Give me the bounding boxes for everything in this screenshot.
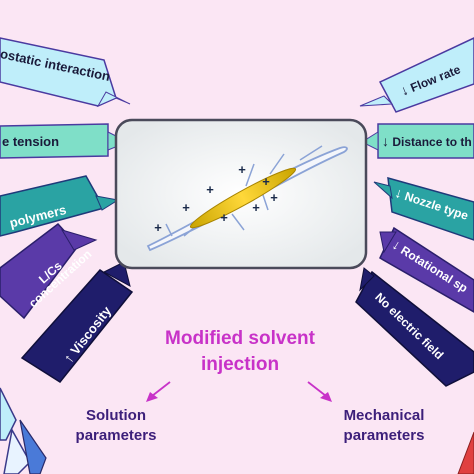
left-callout-polymers <box>0 175 120 237</box>
solution-parameters-label: Solution parameters <box>56 406 176 446</box>
schematic-box <box>114 118 368 270</box>
right-callout-distance <box>360 123 474 159</box>
fiber-spikes <box>165 145 323 237</box>
plus-charge-icon: + <box>252 200 260 215</box>
right-callout-rotational-speed <box>379 226 474 313</box>
mechanical-line2: parameters <box>343 427 425 444</box>
arrow-to-mechanical <box>307 381 332 402</box>
solution-line2: parameters <box>75 427 157 444</box>
plus-charge-icon: + <box>220 210 228 225</box>
right-callout-no-electric-field <box>355 267 474 387</box>
left-callout-viscosity <box>20 261 134 383</box>
right-param-distance: ↓ Distance to th <box>382 133 472 149</box>
center-title-line2: injection <box>200 354 280 375</box>
plus-charge-icon: + <box>238 162 246 177</box>
solution-line1: Solution <box>86 407 146 424</box>
center-title: Modified solvent injection <box>90 326 390 378</box>
gold-core <box>189 167 297 229</box>
arrow-down-icon: ↓ <box>382 133 389 149</box>
plus-charge-icon: + <box>270 190 278 205</box>
right-callout-nozzle-type <box>373 176 474 241</box>
left-callout-lcs-concentration <box>0 222 98 320</box>
left-callout-electrostatic <box>0 37 131 108</box>
center-title-line1: Modified solvent <box>165 328 315 349</box>
nozzle-fragment-left <box>0 387 47 474</box>
needle-fragment-right <box>457 431 474 474</box>
mechanical-line1: Mechanical <box>343 407 425 424</box>
plus-charge-icon: + <box>206 182 214 197</box>
mechanical-parameters-label: Mechanical parameters <box>322 406 446 446</box>
charges-layer: ++++++++ <box>154 162 278 235</box>
arrow-to-solution <box>146 381 171 402</box>
plus-charge-icon: + <box>262 174 270 189</box>
plus-charge-icon: + <box>182 200 190 215</box>
distance-label: Distance to th <box>392 135 472 149</box>
left-param-surface-tension: e tension <box>2 134 60 149</box>
right-callout-flow-rate <box>359 37 474 113</box>
left-callout-surface-tension <box>0 123 130 159</box>
plus-charge-icon: + <box>154 220 162 235</box>
